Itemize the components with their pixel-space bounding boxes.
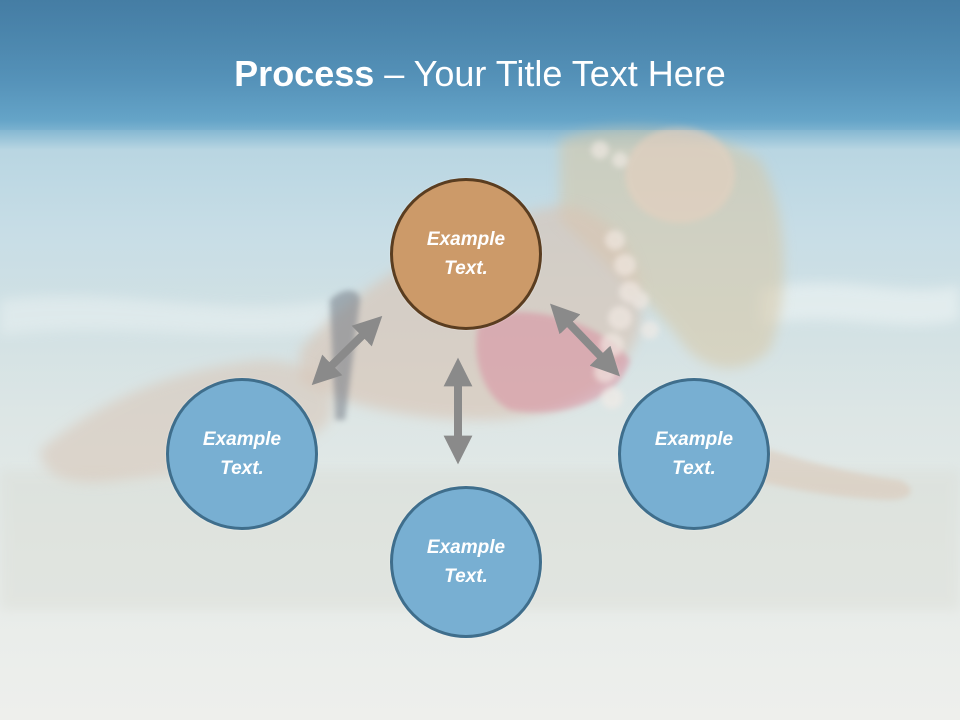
process-node-bottom: Example Text. xyxy=(390,486,542,638)
node-label: Example Text. xyxy=(426,229,506,279)
title-bold: Process xyxy=(234,53,375,94)
node-label: Example Text. xyxy=(426,537,506,587)
process-node-top: Example Text. xyxy=(390,178,542,330)
process-node-left: Example Text. xyxy=(166,378,318,530)
title-band xyxy=(0,0,960,130)
slide-title: Process – Your Title Text Here xyxy=(0,52,960,96)
title-rest: – Your Title Text Here xyxy=(374,53,726,94)
arrow-top-left xyxy=(311,315,383,386)
arrow-top-right xyxy=(550,303,620,377)
process-node-right: Example Text. xyxy=(618,378,770,530)
node-label: Example Text. xyxy=(202,429,282,479)
node-label: Example Text. xyxy=(654,429,734,479)
